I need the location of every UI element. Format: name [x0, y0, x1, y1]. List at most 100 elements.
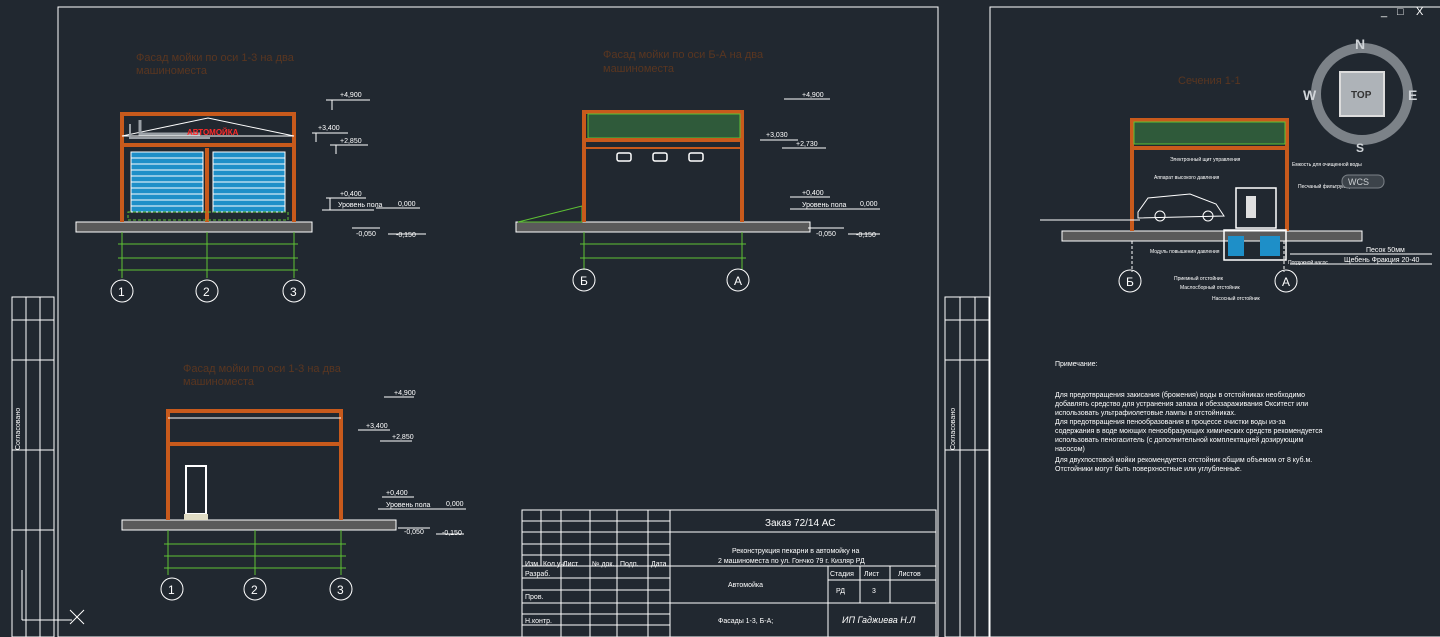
level2-m0050: -0,050: [816, 231, 836, 238]
tb-row-podp: Подп.: [620, 561, 639, 568]
level3-m0050: -0,050: [404, 529, 424, 536]
minimize-button[interactable]: _: [1380, 6, 1388, 18]
note-line-9: Отстойники могут быть поверхностные или …: [1055, 465, 1242, 473]
shutter-door-left: [130, 151, 204, 213]
floor-level-label: Уровень пола: [338, 202, 383, 209]
company-name: ИП Гаджиева Н.Л: [842, 615, 916, 625]
stage-value: РД: [836, 588, 845, 595]
level2-3030: +3,030: [766, 132, 788, 139]
level2-0400: +0,400: [802, 190, 824, 197]
sec-label-pressure: Модуль повышения давления: [1150, 249, 1220, 255]
section-axis-b: Б: [1126, 275, 1134, 289]
sec-label-shield: Электронный щит управления: [1170, 156, 1241, 163]
facade-2-title-l2: машиноместа: [603, 63, 675, 75]
floor-level-label-3: Уровень пола: [386, 502, 431, 509]
tb-role-nkontr: Н.контр.: [525, 618, 552, 625]
entry-door: [185, 465, 207, 515]
shutter-door-right: [212, 151, 286, 213]
sheet-frame-right: [989, 6, 1440, 637]
level2-4900: +4,900: [802, 92, 824, 99]
ucs-icon: [21, 570, 85, 625]
project-line2: 2 машиноместа по ул. Гончко 79 г. Кизляр…: [718, 558, 865, 565]
level3-m0150: -0,150: [442, 530, 462, 537]
level-0000: 0,000: [398, 201, 416, 208]
axis-1: 1: [118, 285, 125, 299]
sec-label-pumpwell: Насосный отстойник: [1212, 295, 1261, 302]
sheet-header: Лист: [864, 571, 880, 578]
sec-label-filter: Песчаный фильтрующий колонна: [1298, 183, 1376, 190]
note-block: Примечание: Для предотвращения закисания…: [1055, 361, 1323, 473]
note-line-8: Для двухпостовой мойки рекомендуется отс…: [1055, 456, 1312, 464]
tb-role-prov: Пров.: [525, 594, 544, 601]
level3-2850: +2,850: [392, 434, 414, 441]
facade-1-title-l2: машиноместа: [136, 65, 208, 77]
close-button[interactable]: X: [1416, 6, 1424, 18]
tb-role-razrab: Разраб.: [525, 570, 550, 578]
level-0400: +0,400: [340, 191, 362, 198]
sec-label-receiving: Приемный отстойник: [1174, 275, 1224, 282]
facade-3[interactable]: Фасад мойки по оси 1-3 на два машиномест…: [121, 363, 466, 601]
tb-row-list: Лист: [563, 561, 579, 568]
note-line-3: использовать ультрафиолетовые лампы в от…: [1055, 409, 1236, 417]
facade-1[interactable]: Фасад мойки по оси 1-3 на два машиномест…: [75, 52, 426, 303]
level-m0150: -0,150: [396, 232, 416, 239]
wcs-menu[interactable]: [1341, 174, 1385, 189]
level-m0050: -0,050: [356, 231, 376, 238]
compass-e[interactable]: E: [1408, 87, 1417, 103]
compass-w[interactable]: W: [1303, 87, 1317, 103]
restore-button[interactable]: □: [1397, 6, 1404, 18]
floor-level-label-2: Уровень пола: [802, 202, 847, 209]
level-2850: +2,850: [340, 138, 362, 145]
tb-row-kol: Кол.уч: [543, 561, 564, 568]
note-line-7: насосом): [1055, 446, 1085, 453]
title-block[interactable]: Изм. Кол.уч Лист № док. Подп. Дата Разра…: [521, 509, 937, 637]
tb-row-doc: № док.: [592, 561, 614, 568]
side-stamp-left: Согласовано: [11, 296, 55, 637]
object-name: Автомойка: [728, 581, 763, 589]
facade-2[interactable]: Фасад мойки по оси Б-А на два машиномест…: [515, 49, 880, 292]
axis3-1: 1: [168, 583, 175, 597]
axis3-2: 2: [251, 583, 258, 597]
note-line-2: добавлять средство для устранения запаха…: [1055, 400, 1308, 408]
compass-s[interactable]: S: [1356, 141, 1364, 155]
soil-gravel: Щебень Фракция 20-40: [1344, 256, 1419, 264]
level-3400: +3,400: [318, 125, 340, 132]
side-stamp-right: Согласовано: [944, 296, 990, 637]
level3-4900: +4,900: [394, 390, 416, 397]
facade-1-title-l1: Фасад мойки по оси 1-3 на два: [136, 52, 295, 64]
axis-2: 2: [203, 285, 210, 299]
car-outline: [1137, 193, 1225, 219]
side-stamp-label: Согласовано: [15, 408, 22, 450]
level2-2730: +2,730: [796, 141, 818, 148]
level3-0000: 0,000: [446, 501, 464, 508]
sec-label-oil: Маслосборный отстойник: [1180, 284, 1240, 291]
note-line-4: Для предотвращения пенообразования в про…: [1055, 418, 1286, 426]
level3-0400: +0,400: [386, 490, 408, 497]
window-controls[interactable]: _ □ X: [1380, 6, 1424, 18]
level2-0000: 0,000: [860, 201, 878, 208]
note-line-6: использовать пеногаситель (с дополнитель…: [1055, 436, 1303, 444]
note-heading: Примечание:: [1055, 361, 1098, 368]
sheet-frame-left: [57, 6, 939, 637]
axis-a: А: [734, 274, 742, 288]
viewcube[interactable]: TOP N S E W WCS: [1303, 36, 1417, 189]
car-wash-sign: АВТОМОЙКА: [187, 128, 239, 137]
level2-m0150: -0,150: [856, 232, 876, 239]
viewcube-top-label: TOP: [1351, 90, 1372, 101]
level3-3400: +3,400: [366, 423, 388, 430]
stage-header: Стадия: [830, 571, 854, 578]
section-title: Сечения 1-1: [1178, 75, 1241, 87]
viewcube-top-face[interactable]: [1339, 71, 1385, 117]
compass-n[interactable]: N: [1355, 36, 1365, 52]
level-4900: +4,900: [340, 92, 362, 99]
facade-3-title-l1: Фасад мойки по оси 1-3 на два: [183, 363, 342, 375]
sec-label-hp: Аппарат высокого давления: [1154, 175, 1220, 181]
side-stamp-label-2: Согласовано: [950, 408, 957, 450]
section-1-1[interactable]: Сечения 1-1 Б А Электронный щит управлен…: [1040, 75, 1432, 302]
compass-ring[interactable]: [1311, 43, 1413, 145]
facade-3-title-l2: машиноместа: [183, 376, 255, 388]
project-line1: Реконструкция пекарни в автомойку на: [732, 547, 860, 555]
note-line-5: содержания в воде моющих пенообразующих …: [1055, 427, 1323, 435]
note-line-1: Для предотвращения закисания (брожения) …: [1055, 391, 1305, 399]
